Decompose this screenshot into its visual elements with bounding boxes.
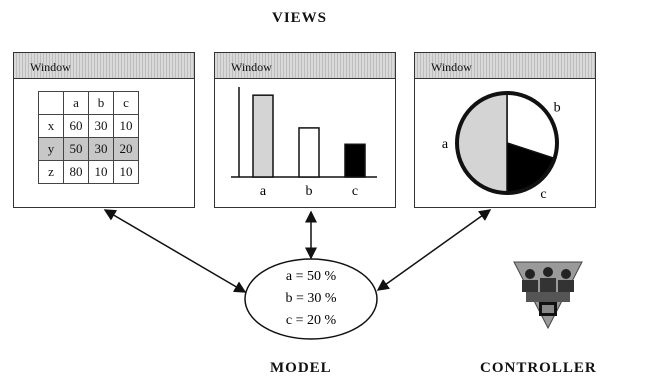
model-ellipse (244, 258, 378, 340)
table-view-window: Window a b c x 60 30 10 y 50 30 20 z (13, 52, 195, 208)
model-line: b = 30 % (285, 291, 336, 306)
table-row: z 80 10 10 (38, 160, 139, 184)
pie-label-c: c (540, 187, 546, 202)
pie-chart: b c a (442, 91, 561, 202)
bar-chart: a b c (231, 87, 377, 199)
model-line: a = 50 % (286, 269, 337, 284)
model-line: c = 20 % (286, 313, 337, 328)
table-header-cell: c (113, 91, 139, 115)
table-header-cell: b (88, 91, 114, 115)
table-cell: 10 (113, 160, 139, 184)
link-table-model (103, 209, 247, 293)
pie-window-title: Window (415, 53, 595, 79)
model-title: MODEL (270, 360, 332, 376)
bar-c (344, 143, 366, 178)
bar-window-title: Window (215, 53, 395, 79)
views-title: VIEWS (272, 10, 328, 26)
controller-title: CONTROLLER (480, 360, 597, 376)
bar-a (252, 94, 274, 178)
table-row: y 50 30 20 (38, 137, 139, 161)
table-window-title: Window (14, 53, 194, 79)
row-label: y (38, 137, 64, 161)
table-cell: 60 (63, 114, 89, 138)
bar-label-c: c (352, 184, 358, 199)
pie-label-a: a (442, 137, 449, 152)
table-cell: 20 (113, 137, 139, 161)
pie-chart-view-window: Window b c a (414, 52, 596, 208)
bar-b (298, 127, 320, 178)
pie-label-b: b (554, 101, 561, 116)
bar-chart-view-window: Window a b c (214, 52, 396, 208)
link-pie-model (376, 209, 492, 291)
bar-label-a: a (260, 184, 267, 199)
bar-label-b: b (306, 184, 313, 199)
meeting-group-icon (513, 261, 583, 330)
table-cell: 80 (63, 160, 89, 184)
data-table: a b c x 60 30 10 y 50 30 20 z 80 10 10 (38, 91, 139, 184)
pie-outline (455, 91, 559, 195)
table-cell: 50 (63, 137, 89, 161)
table-cell: 10 (88, 160, 114, 184)
